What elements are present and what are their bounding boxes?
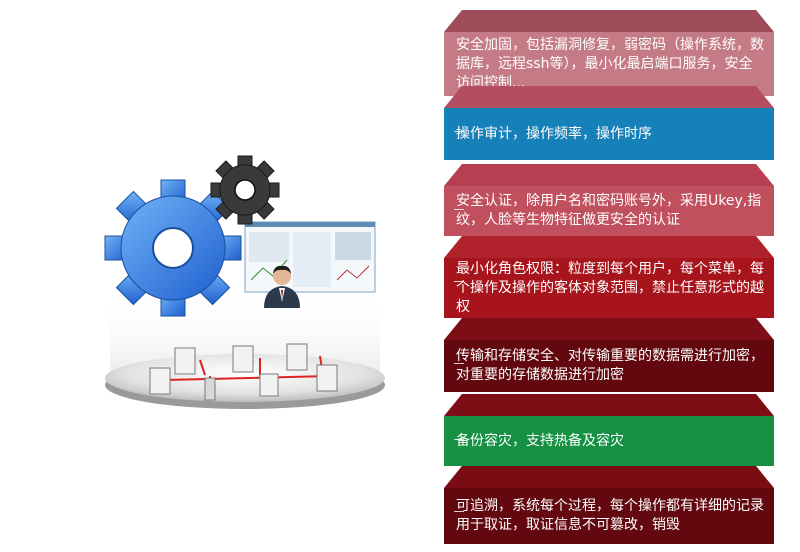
card-top-face	[444, 236, 774, 258]
measure-text: 最小化角色权限：粒度到每个用户，每个菜单，每个操作及操作的客体对象范围，禁止任意…	[456, 260, 764, 315]
card-top-face	[444, 164, 774, 186]
card-body: 备份容灾，支持热备及容灾	[444, 416, 774, 466]
measure-text: 可追溯，系统每个过程，每个操作都有详细的记录用于取证，取证信息不可篡改，销毁	[456, 498, 764, 533]
card-body: 传输和存储安全、对传输重要的数据需进行加密，对重要的存储数据进行加密	[444, 340, 774, 392]
security-illustration	[104, 155, 385, 409]
card-top-face	[444, 318, 774, 340]
card-top-face	[444, 86, 774, 108]
card-top-face	[444, 394, 774, 416]
card-body: 安全认证，除用户名和密码账号外，采用Ukey,指纹，人脸等生物特征做更安全的认证	[444, 186, 774, 236]
card-body: 操作审计，操作频率，操作时序	[444, 108, 774, 160]
card-top-face	[444, 466, 774, 488]
security-measures-list: 安全加固，包括漏洞修复，弱密码（操作系统，数据库，远程ssh等），最小化最启端口…	[444, 0, 774, 552]
server-network-icon	[105, 343, 385, 409]
user-person-icon	[264, 265, 300, 308]
card-top-face	[444, 10, 774, 32]
card-body: 最小化角色权限：粒度到每个用户，每个菜单，每个操作及操作的客体对象范围，禁止任意…	[444, 258, 774, 318]
measure-text: 操作审计，操作频率，操作时序	[456, 125, 652, 142]
measure-text: 安全加固，包括漏洞修复，弱密码（操作系统，数据库，远程ssh等），最小化最启端口…	[456, 36, 764, 91]
measure-text: 备份容灾，支持热备及容灾	[456, 432, 624, 449]
card-body: 可追溯，系统每个过程，每个操作都有详细的记录用于取证，取证信息不可篡改，销毁	[444, 488, 774, 544]
measure-text: 传输和存储安全、对传输重要的数据需进行加密，对重要的存储数据进行加密	[456, 348, 764, 383]
measure-text: 安全认证，除用户名和密码账号外，采用Ukey,指纹，人脸等生物特征做更安全的认证	[456, 193, 762, 228]
card-body: 安全加固，包括漏洞修复，弱密码（操作系统，数据库，远程ssh等），最小化最启端口…	[444, 32, 774, 96]
gear-dark-icon	[210, 155, 280, 225]
screen-panel-icon	[244, 221, 376, 293]
gear-blue-icon	[104, 179, 242, 317]
